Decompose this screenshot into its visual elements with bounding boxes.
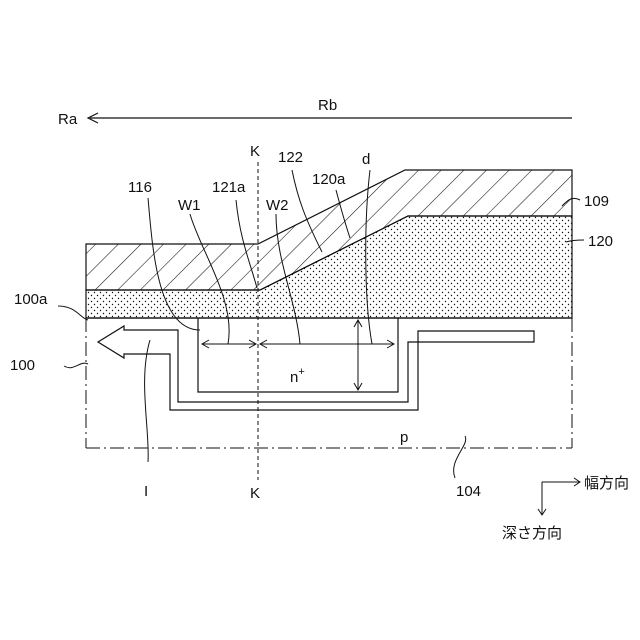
direction-arrow-ra-rb [88,113,572,123]
depth-dimension-d [354,320,362,390]
label-104: 104 [456,483,481,500]
label-k-bottom: K [250,485,260,502]
axis-indicator [538,478,580,515]
label-depth-direction: 深さ方向 [502,525,562,542]
label-current-i: I [144,483,148,500]
label-width-direction: 幅方向 [584,475,629,492]
label-120a: 120a [312,171,346,188]
width-dimension-w2 [260,340,394,348]
label-p-region: p [400,429,408,446]
label-109: 109 [584,193,609,210]
label-d: d [362,151,370,168]
label-121a: 121a [212,179,246,196]
label-n-region: n+ [290,366,305,386]
label-ra: Ra [58,111,78,128]
label-116: 116 [128,179,152,196]
label-122: 122 [278,149,303,166]
label-100a: 100a [14,291,48,308]
label-120: 120 [588,233,613,250]
label-rb: Rb [318,97,337,114]
label-k-top: K [250,143,260,160]
label-w2: W2 [266,197,289,214]
current-path-arrow [98,326,534,410]
substrate-100-outline [86,318,572,448]
label-w1: W1 [178,197,201,214]
width-dimension-w1 [202,340,256,348]
label-100: 100 [10,357,35,374]
